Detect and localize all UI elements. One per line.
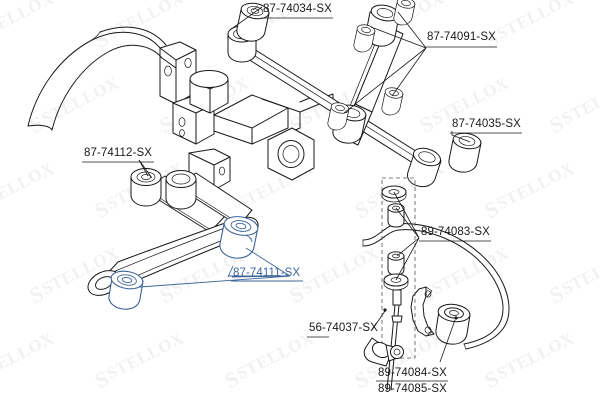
callout-89-74085-sx[interactable]: 89-74085-SX (378, 383, 447, 395)
bushing-right-lateral-rod (407, 147, 442, 188)
bushing-87-74035 (448, 132, 482, 173)
callout-56-74037-sx[interactable]: 56-74037-SX (309, 322, 378, 334)
stabilizer-link (363, 177, 416, 391)
trailing-arm (130, 168, 253, 233)
callout-87-74112-sx[interactable]: 87-74112-SX (84, 147, 153, 159)
callout-87-74111-sx[interactable]: 87-74111-SX (233, 267, 301, 279)
highlighted-bushing-pair-87-74111 (108, 216, 291, 310)
stabilizer-bar (362, 223, 510, 350)
shock-absorber (327, 0, 427, 146)
stabilizer-bracket (410, 286, 471, 345)
callout-87-74034-sx[interactable]: 87-74034-SX (263, 3, 332, 15)
leader-lines (138, 5, 471, 363)
callout-87-74091-sx[interactable]: 87-74091-SX (427, 31, 496, 43)
axle-housing (27, 26, 334, 191)
callout-89-74084-sx[interactable]: 89-74084-SX (378, 367, 447, 379)
callout-87-74035-sx[interactable]: 87-74035-SX (452, 118, 521, 130)
label-underlines (82, 17, 522, 382)
callout-89-74083-sx[interactable]: 89-74083-SX (421, 226, 490, 238)
